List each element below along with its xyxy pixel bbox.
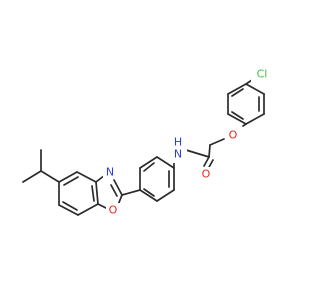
atom-label-cl: Cl (257, 68, 268, 81)
bond-ch2-c (208, 144, 211, 158)
bond (95, 181, 99, 205)
bond (245, 113, 265, 125)
bond-aryl-oxazole (121, 189, 141, 196)
bond-o-ch2 (209, 138, 225, 146)
bond (58, 204, 79, 216)
atom-o-carbonyl: O (199, 167, 213, 181)
bond-double (143, 188, 155, 197)
bond (227, 113, 247, 125)
atom-n-amide: H N (171, 136, 187, 163)
bond-double (110, 184, 118, 197)
bond (227, 83, 247, 95)
isopropyl-group (22, 149, 60, 183)
bond-c-n (185, 149, 210, 158)
bond (156, 156, 175, 169)
bond (113, 179, 123, 196)
bond-double (91, 185, 95, 202)
atom-label-o-ether: O (229, 129, 238, 142)
atom-label-n-amide: N (174, 148, 182, 161)
atom-label-o-carbonyl: O (202, 168, 211, 181)
atom-o-ether: O (226, 128, 240, 142)
benzo-ring (58, 171, 99, 216)
chlorophenyl-ring (227, 83, 265, 125)
bond-c-o (242, 123, 247, 127)
bond (139, 156, 158, 169)
atom-o-oxazole: O (106, 203, 120, 217)
bond (139, 189, 158, 202)
bond (40, 170, 60, 183)
bond-double (63, 176, 79, 186)
phenyl-ring (139, 156, 175, 202)
bond (76, 171, 97, 183)
atom-cl: Cl (251, 66, 271, 82)
bond-double (231, 88, 244, 97)
bond-double (231, 111, 244, 120)
atom-label-n-oxazole: N (106, 166, 114, 179)
bond-double (62, 201, 78, 211)
bond (97, 203, 107, 209)
bond (77, 203, 99, 216)
bond-carbonyl (203, 156, 210, 167)
atom-label-h-amide: H (174, 136, 182, 149)
molecule-drawing: Cl O O H N N O (22, 66, 271, 217)
atom-label-o-oxazole: O (109, 204, 118, 217)
bond-double (143, 162, 155, 172)
bond (58, 171, 78, 183)
bond (245, 83, 265, 95)
bond (156, 189, 175, 202)
atom-n-oxazole: N (103, 165, 117, 179)
structure-canvas: Cl O O H N N O (22, 66, 271, 217)
bond (22, 170, 42, 183)
